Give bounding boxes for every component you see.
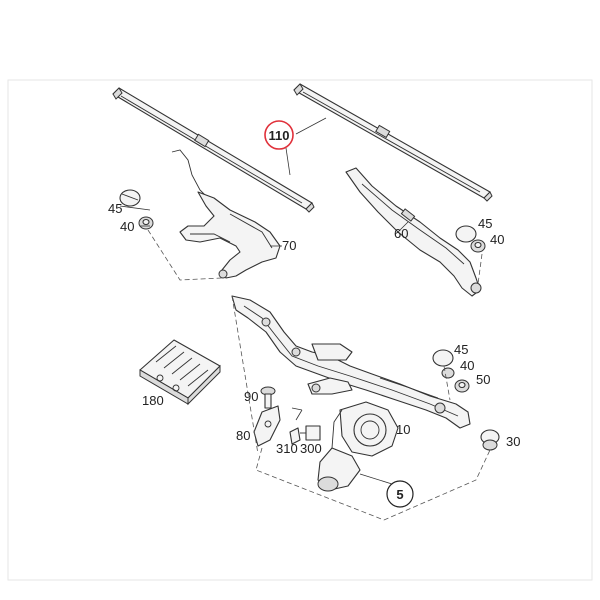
callout-60[interactable]: 60	[394, 226, 408, 241]
wiper-linkage-frame[interactable]	[231, 295, 471, 429]
callout-mid-40[interactable]: 40	[460, 358, 474, 373]
callout-right-40[interactable]: 40	[490, 232, 504, 247]
connector[interactable]	[300, 425, 321, 441]
diagram-frame	[7, 79, 593, 581]
motor-crank-arm[interactable]	[307, 377, 353, 395]
bracket[interactable]	[253, 405, 281, 447]
leader-right-dashed	[477, 253, 483, 285]
relay-module[interactable]	[139, 339, 221, 406]
leader-mid-dashed	[443, 365, 451, 401]
leader-60	[397, 221, 409, 233]
callout-110-label[interactable]: 110	[269, 128, 290, 143]
leader-assembly-outline	[255, 447, 491, 521]
callout-80[interactable]: 80	[236, 428, 250, 443]
callout-mid-45[interactable]: 45	[454, 342, 468, 357]
callout-left-45[interactable]: 45	[108, 201, 122, 216]
callout-50[interactable]: 50	[476, 372, 490, 387]
callout-10[interactable]: 10	[396, 422, 410, 437]
callout-70[interactable]: 70	[282, 238, 296, 253]
left-arm-nut[interactable]	[138, 216, 154, 230]
wiper-motor[interactable]	[317, 401, 399, 492]
left-wiper-arm[interactable]	[171, 149, 281, 279]
mid-nut[interactable]	[441, 367, 455, 379]
callout-90[interactable]: 90	[244, 389, 258, 404]
clip[interactable]	[289, 427, 301, 445]
leader-5	[359, 473, 393, 485]
screw[interactable]	[260, 386, 276, 409]
callout-300[interactable]: 300	[300, 441, 322, 456]
right-arm-cap[interactable]	[455, 225, 477, 243]
callout-5-label[interactable]: 5	[396, 487, 403, 502]
bushing[interactable]	[454, 379, 470, 393]
callout-310[interactable]: 310	[276, 441, 298, 456]
mid-cap[interactable]	[432, 349, 454, 367]
callout-left-40[interactable]: 40	[120, 219, 134, 234]
callout-180[interactable]: 180	[142, 393, 164, 408]
leader-arrow-to-motor	[291, 407, 303, 421]
callout-30[interactable]: 30	[506, 434, 520, 449]
grommet[interactable]	[480, 429, 500, 451]
leader-bracket-dashed	[231, 295, 259, 455]
left-wiper-blade[interactable]	[112, 87, 315, 213]
left-arm-cap[interactable]	[119, 189, 141, 207]
right-wiper-blade[interactable]	[293, 83, 493, 202]
callout-5-ring[interactable]	[386, 480, 414, 508]
callout-right-45[interactable]: 45	[478, 216, 492, 231]
leader-left-dashed	[147, 229, 223, 281]
callout-110-highlight-ring[interactable]	[264, 120, 294, 150]
leader-left-45	[119, 205, 151, 211]
right-arm-nut[interactable]	[470, 239, 486, 253]
leader-110	[285, 117, 327, 176]
